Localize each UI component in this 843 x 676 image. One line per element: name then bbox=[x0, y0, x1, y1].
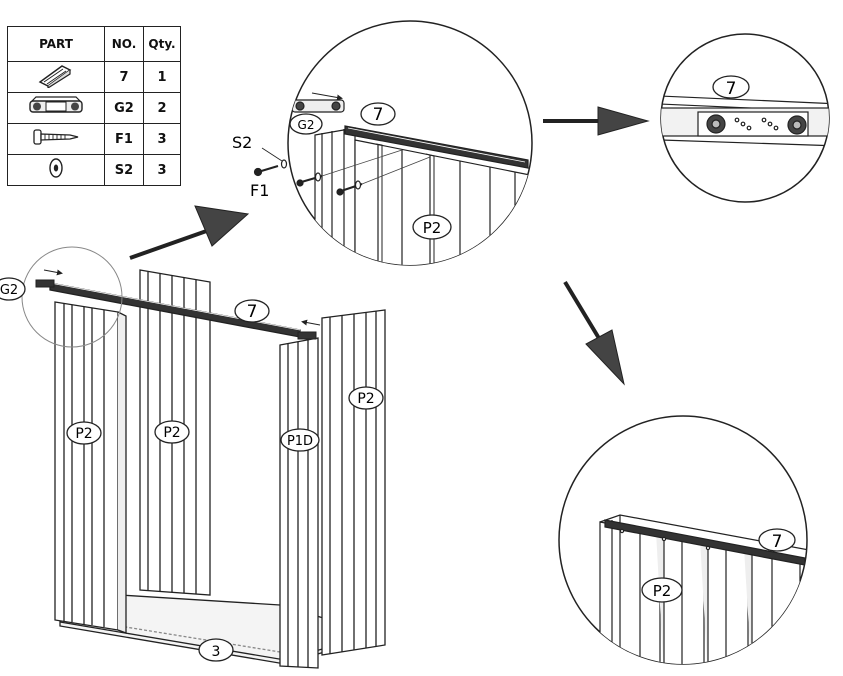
part-cell bbox=[7, 154, 105, 186]
parts-table-header: PART NO. Qty. bbox=[7, 26, 181, 62]
arrow-to-zoom2 bbox=[543, 106, 650, 136]
bracket-icon bbox=[29, 96, 83, 113]
label-zoom1-screw: F1 bbox=[250, 181, 269, 200]
label-zoom1-panel: P2 bbox=[412, 214, 452, 240]
part-cell bbox=[7, 61, 105, 93]
svg-text:3: 3 bbox=[212, 644, 221, 660]
svg-text:G2: G2 bbox=[298, 118, 315, 132]
parts-table: PART NO. Qty. 7 1 G2 2 bbox=[7, 26, 181, 186]
part-qty: 3 bbox=[143, 154, 181, 186]
part-no: G2 bbox=[104, 92, 144, 124]
part-cell bbox=[7, 123, 105, 155]
washer-icon bbox=[49, 158, 63, 178]
table-row: 7 1 bbox=[7, 61, 181, 93]
label-zoom2-rail: 7 bbox=[712, 75, 750, 99]
svg-text:P2: P2 bbox=[423, 219, 442, 237]
label-panel-front-left: P2 bbox=[66, 421, 102, 445]
table-row: G2 2 bbox=[7, 92, 181, 124]
svg-text:7: 7 bbox=[247, 302, 258, 322]
zoom-detail-panel-rail: 7 P2 bbox=[558, 415, 808, 665]
label-base: 3 bbox=[198, 638, 234, 662]
svg-text:7: 7 bbox=[772, 532, 783, 552]
part-qty: 1 bbox=[143, 61, 181, 93]
label-panel-back: P2 bbox=[154, 420, 190, 444]
zoom-detail-rail-end: 7 bbox=[660, 33, 830, 203]
label-zoom3-panel: P2 bbox=[641, 577, 683, 603]
svg-text:G2: G2 bbox=[0, 283, 18, 298]
header-part: PART bbox=[7, 26, 105, 62]
part-no: S2 bbox=[104, 154, 144, 186]
header-no: NO. bbox=[104, 26, 144, 62]
svg-text:P1D: P1D bbox=[287, 434, 313, 449]
part-qty: 2 bbox=[143, 92, 181, 124]
svg-text:P2: P2 bbox=[653, 582, 672, 600]
table-row: S2 3 bbox=[7, 154, 181, 186]
channel-bar-icon bbox=[38, 65, 72, 90]
rail-end-brackets bbox=[35, 269, 321, 340]
label-zoom1-rail: 7 bbox=[360, 102, 396, 126]
svg-text:P2: P2 bbox=[357, 391, 374, 407]
zoom-detail-bracket-mount: 7 G2 P2 S2 F1 bbox=[232, 20, 533, 266]
label-zoom1-washer: S2 bbox=[232, 133, 252, 152]
svg-text:P2: P2 bbox=[163, 425, 180, 441]
label-rail-main: 7 bbox=[234, 299, 270, 323]
svg-text:P2: P2 bbox=[75, 426, 92, 442]
arrow-to-zoom3 bbox=[563, 280, 625, 386]
label-panel-right: P2 bbox=[348, 386, 384, 410]
label-zoom3-rail: 7 bbox=[758, 528, 796, 552]
label-panel-door: P1D bbox=[280, 428, 320, 452]
part-cell bbox=[7, 92, 105, 124]
screw-icon bbox=[33, 129, 79, 145]
svg-text:7: 7 bbox=[726, 79, 737, 99]
shed-frame bbox=[49, 269, 386, 669]
label-bracket-main: G2 bbox=[0, 277, 26, 301]
part-qty: 3 bbox=[143, 123, 181, 155]
label-zoom1-bracket: G2 bbox=[289, 113, 323, 135]
svg-text:7: 7 bbox=[373, 105, 384, 125]
detail-circle bbox=[21, 246, 123, 348]
arrow-to-zoom1 bbox=[129, 205, 250, 260]
